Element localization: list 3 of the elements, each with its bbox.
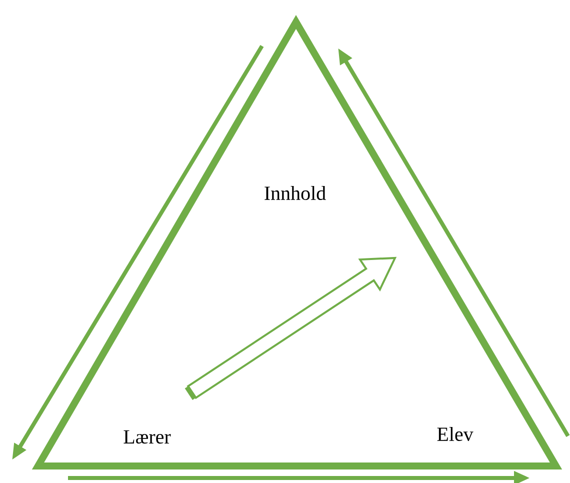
corner-label: Elev (437, 426, 474, 442)
corner-label: Innhold (264, 186, 326, 200)
corner-label: Lærer (124, 430, 171, 444)
